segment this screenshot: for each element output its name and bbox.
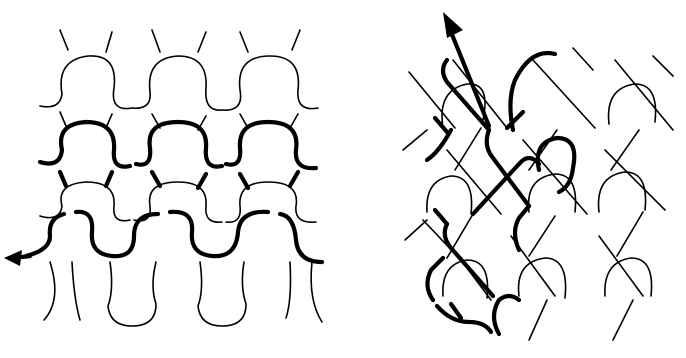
weft-knit-panel [0,0,343,358]
warp-knit-panel [343,0,686,358]
weft-row-2-highlighted [40,112,316,168]
weft-course-path-highlighted [26,212,322,262]
weft-row-3 [40,172,316,222]
weft-row-1 [40,30,318,110]
warp-diagonal-threads [409,60,673,340]
left-arrow-icon [4,250,30,266]
up-left-arrow-icon [443,12,489,126]
weft-lower-loops [44,262,322,326]
